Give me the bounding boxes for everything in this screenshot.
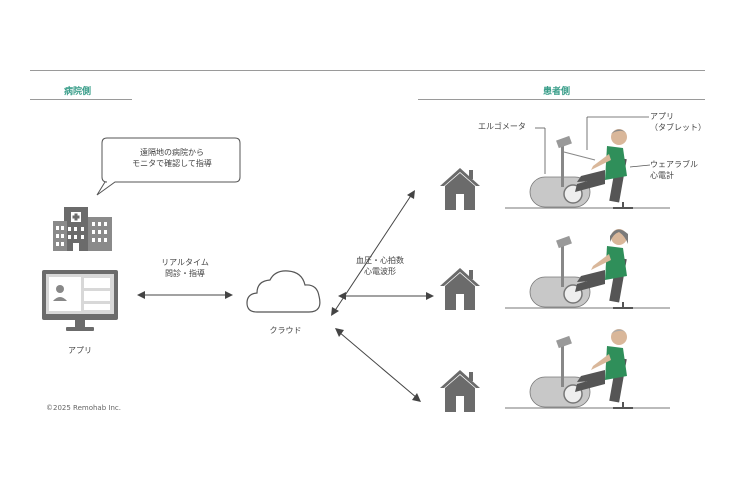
realtime-line-1: リアルタイム [161, 258, 209, 267]
vitals-label: 血圧・心拍数 心電波形 [335, 256, 425, 278]
patient-ergometer-icon [505, 329, 670, 409]
patient-ergometer-icon [505, 229, 670, 309]
hospital-side-underline [30, 99, 132, 100]
house-icon [440, 168, 480, 210]
realtime-line-2: 問診・指導 [165, 268, 205, 278]
patient-side-label: 患者側 [543, 87, 571, 97]
vitals-line-1: 血圧・心拍数 [356, 256, 404, 265]
tablet-app-label: アプリ （タブレット） [650, 112, 706, 134]
hospital-side-label: 病院側 [64, 87, 92, 97]
tablet-app-line-1: アプリ [650, 112, 674, 121]
left-double-arrow [137, 291, 233, 299]
house-icon [440, 268, 480, 310]
ergometer-pointer-line [535, 127, 546, 174]
patient-ergometer-icon [505, 129, 670, 209]
arrow-to-home-3 [335, 328, 421, 402]
speech-line-1: 遠隔地の病院から [140, 148, 204, 157]
copyright-text: ©2025 Remohab Inc. [46, 404, 121, 412]
speech-bubble-text: 遠隔地の病院から モニタで確認して指導 [112, 148, 232, 170]
patient-side-underline [418, 99, 705, 100]
hospital-building-icon [53, 207, 112, 251]
house-icon [440, 370, 480, 412]
speech-bubble [96, 137, 241, 196]
speech-line-2: モニタで確認して指導 [132, 158, 212, 168]
cloud-label: クラウド [269, 326, 302, 335]
monitor-icon [42, 270, 118, 331]
wearable-ecg-label: ウェアラブル 心電計 [650, 160, 698, 182]
arrow-to-home-1 [331, 190, 415, 316]
tablet-pointer-line [586, 116, 649, 150]
wearable-line-2: 心電計 [650, 170, 674, 180]
ergometer-label: エルゴメータ [478, 122, 526, 131]
realtime-label: リアルタイム 問診・指導 [140, 258, 230, 280]
cloud-icon [246, 270, 321, 313]
vitals-line-2: 心電波形 [364, 266, 396, 276]
arrow-to-home-2 [338, 292, 434, 300]
app-label: アプリ [68, 346, 92, 355]
top-divider [30, 70, 705, 71]
wearable-pointer-line [629, 164, 651, 168]
wearable-line-1: ウェアラブル [650, 160, 698, 169]
tablet-app-line-2: （タブレット） [650, 122, 706, 132]
